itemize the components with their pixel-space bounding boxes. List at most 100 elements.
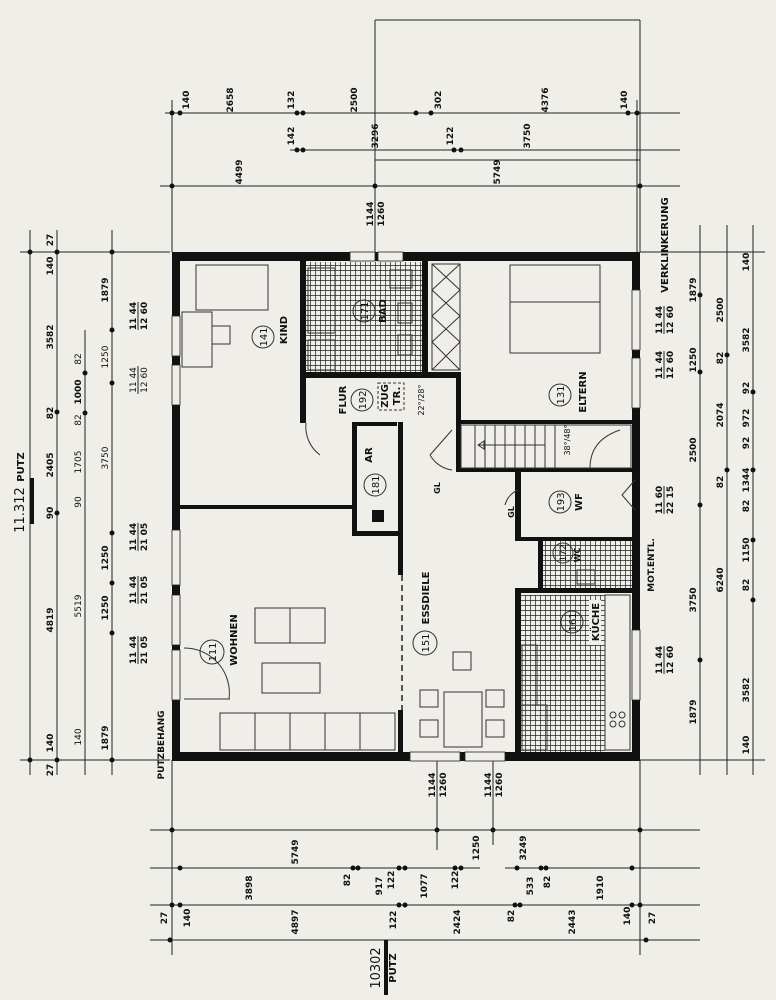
dimension-label: 1260 [439, 772, 449, 797]
room-131: 131 ELTERN [548, 371, 589, 413]
dimension-label: 140 [183, 909, 193, 928]
room-number: 193 [556, 492, 567, 511]
dimension-label: 302 [434, 91, 444, 110]
dimension-label: 3582 [742, 677, 752, 702]
room-number: 111 [208, 642, 219, 661]
dimension-label: 533 [526, 877, 536, 896]
room-name: KIND [279, 316, 290, 344]
room-181: AR 181 [363, 447, 387, 497]
dimension-label: 3750 [101, 446, 111, 469]
staircase [460, 424, 632, 469]
room-name: FLUR [338, 385, 349, 414]
dimension-label: 1000 [74, 379, 84, 404]
dimension-label: 1879 [101, 277, 111, 302]
dimension-label: 1250 [689, 347, 699, 372]
room-number: 141 [259, 327, 270, 346]
room-192: FLUR 192 ZUG TR. 22°/28° [338, 382, 426, 416]
dimension-label: 917 [375, 877, 385, 896]
dimension-label: 3582 [46, 324, 56, 349]
dimension-label: 10302 [369, 947, 384, 988]
dimension-label: 132 [287, 91, 297, 110]
wc-tiles [540, 540, 632, 590]
room-name: WOHNEN [229, 614, 240, 665]
door-swing [183, 647, 230, 700]
dimension-label: 3296 [371, 123, 381, 148]
furniture [181, 263, 636, 751]
overall-width: 11.312 PUTZ [13, 452, 34, 533]
dimension-label: 12 60 [666, 306, 676, 334]
wardrobe [431, 263, 461, 371]
vent-note: MOT.ENTL. [647, 538, 657, 592]
dimension-label: 90 [46, 507, 56, 520]
room-name: ELTERN [578, 371, 589, 412]
room-172: 172 WC [552, 542, 582, 564]
room-number: 171 [360, 301, 371, 320]
dimension-label: 1250 [101, 345, 111, 368]
dimension-label: 11 44 [129, 302, 139, 330]
cladding-note: VERKLINKERUNG [660, 197, 671, 292]
room-number: 131 [556, 385, 567, 404]
dimension-label: 142 [287, 127, 297, 146]
room-number: 181 [371, 475, 382, 494]
dimension-label: 27 [46, 764, 56, 777]
dimension-label: 1260 [495, 772, 505, 797]
dimension-label: 12 60 [140, 302, 150, 330]
sideboard [219, 712, 396, 751]
dimension-label: 11 44 [129, 576, 139, 604]
dimension-label: 11 44 [655, 351, 665, 379]
coffee-table [261, 662, 321, 694]
walls [172, 252, 640, 761]
dimension-label: 11 44 [129, 636, 139, 664]
dimension-label: 2500 [350, 87, 360, 112]
dimension-label: 1077 [420, 873, 430, 898]
glass-door-label: GL [507, 506, 516, 518]
dimension-markers [27, 110, 756, 943]
dimension-label: 1144 [366, 201, 376, 226]
dimension-label: 82 [716, 352, 726, 365]
dimension-label: 92 [742, 437, 752, 450]
dimension-label: 92 [742, 382, 752, 395]
dimension-label: 140 [623, 907, 633, 926]
dimension-label: 1260 [377, 201, 387, 226]
dimension-label: 3249 [519, 835, 529, 860]
dimension-label: 11 60 [655, 486, 665, 514]
dimension-label: 1705 [74, 451, 84, 474]
dimension-label: 4819 [46, 607, 56, 632]
dimension-label: 1144 [428, 772, 438, 797]
room-171: 171 BAD [352, 299, 389, 323]
dimension-label: 140 [46, 257, 56, 276]
dimension-label: 82 [46, 407, 56, 420]
plaster-note: PUTZBEHANG [157, 711, 167, 780]
dimension-label: 1250 [101, 595, 111, 620]
dimension-label: 12 60 [666, 351, 676, 379]
room-number: 151 [421, 633, 432, 652]
dimension-label: 122 [389, 911, 399, 930]
dimension-label: 3750 [689, 587, 699, 612]
dimension-label: 82 [742, 500, 752, 513]
dimension-label: 2500 [689, 437, 699, 462]
dimension-label: 27 [648, 912, 658, 925]
room-number: 172 [559, 544, 569, 561]
dimension-label: 11.312 [13, 487, 28, 533]
dimension-label: 90 [74, 496, 84, 508]
dimension-label: 4499 [235, 159, 245, 184]
pull-down-stair-label: TR. [392, 387, 403, 406]
bath-tiles [305, 262, 425, 375]
dims-right: 1879 1250 2500 3750 1879 2500 82 2074 82… [655, 253, 752, 755]
dimension-label: 122 [387, 871, 397, 890]
room-name: AR [364, 447, 375, 463]
room-name: BAD [378, 299, 389, 323]
dining-table [443, 691, 483, 748]
dimension-label: 1344 [742, 467, 752, 492]
dimension-label: 122 [446, 127, 456, 146]
room-name: ESSDIELE [421, 571, 432, 624]
dimension-label: 3582 [742, 327, 752, 352]
dimension-label: 2074 [716, 402, 726, 427]
glass-door-label: GL [433, 482, 442, 494]
dimension-label: 3898 [245, 875, 255, 900]
dimension-label: 82 [716, 476, 726, 489]
dimension-label: 140 [620, 91, 630, 110]
dimension-label: 5749 [291, 839, 301, 864]
dimension-label: 11 44 [655, 306, 665, 334]
